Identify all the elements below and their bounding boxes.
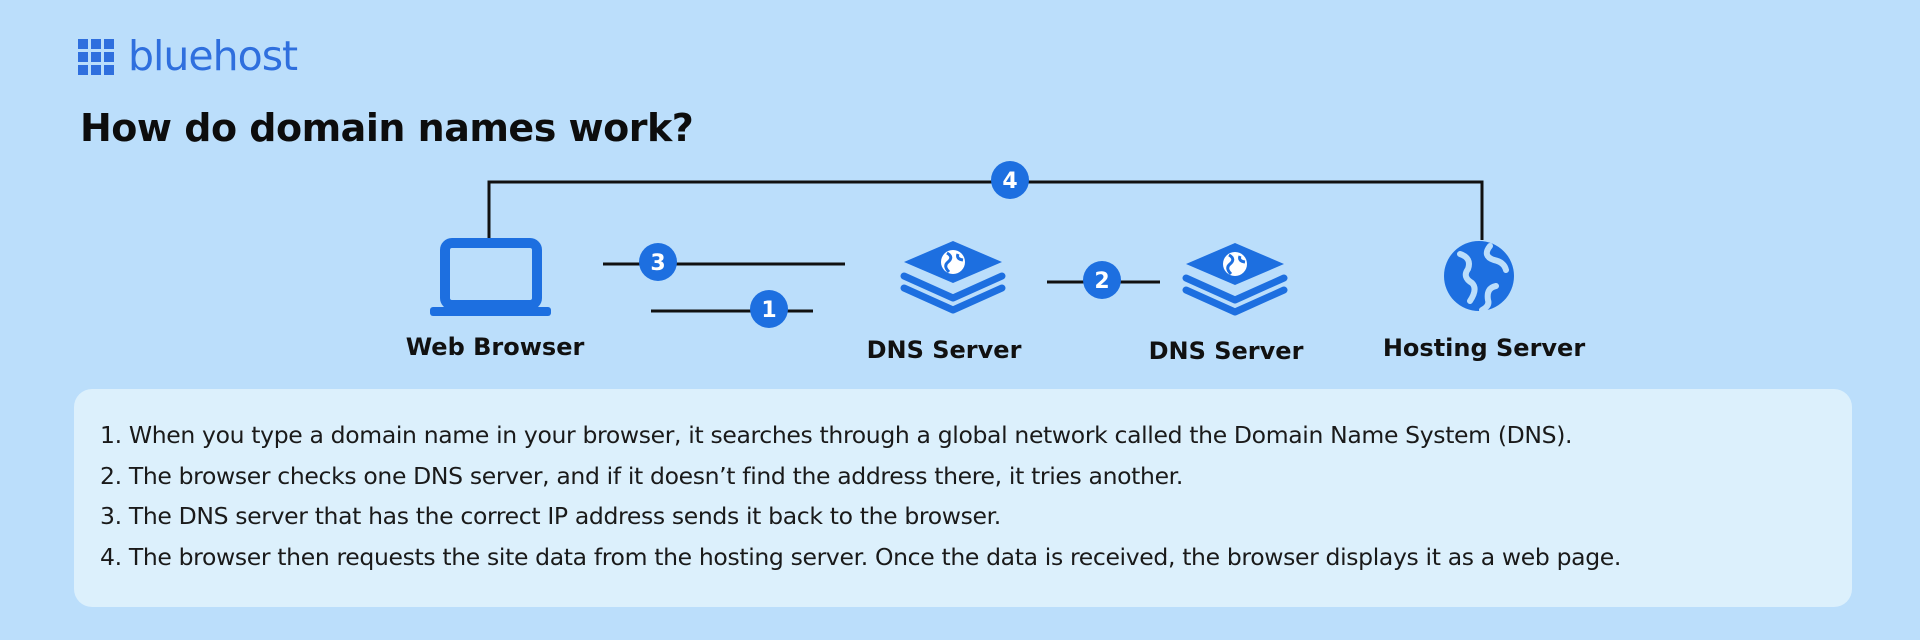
- page-title: How do domain names work?: [80, 106, 694, 150]
- node-label-dns-server-2: DNS Server: [1149, 337, 1304, 365]
- list-item: 1. When you type a domain name in your b…: [100, 421, 1573, 449]
- step-badge-3: 3: [639, 243, 677, 281]
- svg-text:4: 4: [1002, 169, 1017, 194]
- svg-text:2: 2: [1094, 269, 1109, 294]
- node-label-hosting-server: Hosting Server: [1383, 334, 1586, 362]
- connection-step-4: [487, 180, 1484, 240]
- step-badge-1: 1: [750, 290, 788, 328]
- dns-flow-diagram: 4 3 1 2 Web Browser DNS Server D: [406, 161, 1586, 365]
- globe-icon: [1444, 241, 1514, 313]
- step-badge-2: 2: [1083, 261, 1121, 299]
- list-item: 3. The DNS server that has the correct I…: [100, 502, 1001, 530]
- brand-logo: bluehost: [78, 32, 298, 80]
- steps-list: 1. When you type a domain name in your b…: [100, 415, 1852, 577]
- node-label-dns-server-1: DNS Server: [867, 336, 1022, 364]
- laptop-icon: [430, 238, 551, 316]
- svg-text:3: 3: [650, 251, 665, 276]
- node-label-web-browser: Web Browser: [406, 333, 585, 361]
- dns-server-stack-icon: [900, 241, 1006, 314]
- step-badge-4: 4: [991, 161, 1029, 199]
- dns-server-stack-icon: [1182, 243, 1288, 316]
- grid-logo-icon: [78, 38, 114, 75]
- svg-text:1: 1: [761, 298, 776, 323]
- list-item: 2. The browser checks one DNS server, an…: [100, 461, 1183, 490]
- steps-explanation-panel: 1. When you type a domain name in your b…: [74, 389, 1852, 607]
- brand-name: bluehost: [128, 32, 298, 80]
- list-item: 4. The browser then requests the site da…: [100, 542, 1622, 571]
